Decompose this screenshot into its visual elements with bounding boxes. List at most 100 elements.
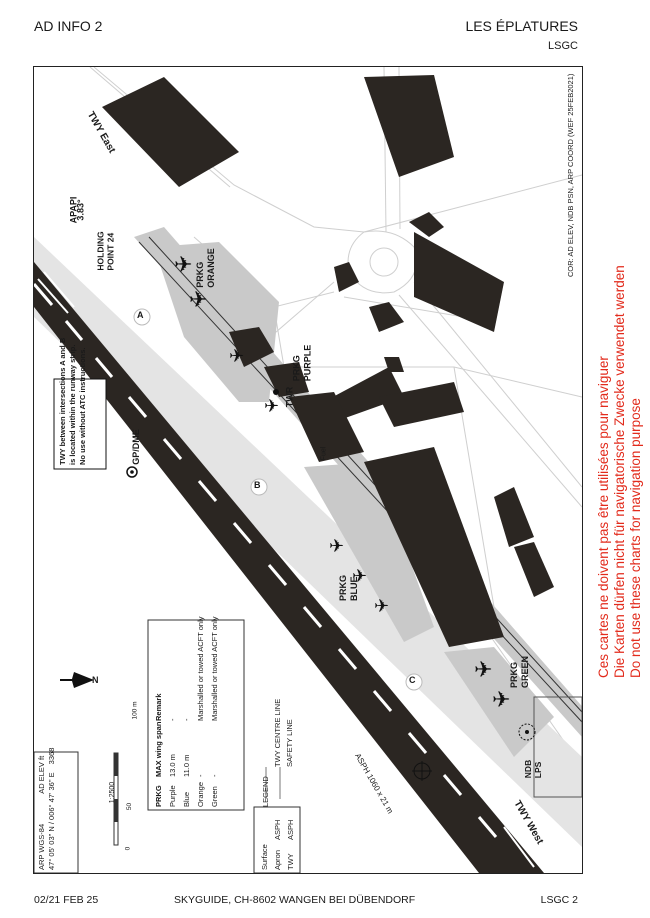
label-holding-point: HOLDING POINT 24 <box>96 231 116 270</box>
prkg-green-line-1: PRKG <box>509 661 520 689</box>
info-line-1: TWY between intersections A and B <box>58 337 67 465</box>
twr-symbol <box>273 389 279 395</box>
prkg-table-header: PRKG MAX wing spanRemark <box>152 617 166 807</box>
table-cell: Orange <box>196 781 205 807</box>
buildings <box>102 75 554 647</box>
cor-note: COR: AD ELEV, NDB PSN, ARP COORD (WEF 25… <box>566 73 575 277</box>
warning-line-de: Die Karten dürfen nicht für navigatorisc… <box>612 265 627 678</box>
taxiway-lines <box>138 236 582 723</box>
table-cell: ASPH <box>286 819 295 840</box>
table-cell: - <box>182 718 191 722</box>
navigation-warning: Ces cartes ne doivent pas être utilisées… <box>596 265 644 678</box>
label-taxiway-c: C <box>409 675 416 685</box>
prkg-purple-line-2: PURPLE <box>302 344 313 382</box>
prkg-blue-line-1: PRKG <box>338 574 349 602</box>
table-cell: 13.0 m <box>168 754 177 777</box>
prkg-blue-line-2: BLUE <box>349 576 360 602</box>
svg-text:✈: ✈ <box>174 252 192 277</box>
arp-coords: 47° 05' 03" N / 006° 47' 36" E <box>47 772 56 870</box>
table-cell: TWY <box>286 853 295 870</box>
label-taxiway-b: B <box>254 480 261 490</box>
north-arrow <box>60 672 94 688</box>
label-ndb: NDB LPS <box>523 760 543 778</box>
legend-title: LEGEND <box>261 776 270 807</box>
footer-publisher: SKYGUIDE, CH-8602 WANGEN BEI DÜBENDORF <box>174 894 416 906</box>
ndb-line-2: LPS <box>533 761 544 779</box>
scale-tick-100: 100 m <box>131 701 139 720</box>
scale-tick-0: 0 <box>124 846 132 851</box>
label-fuel: Fuel <box>320 446 328 461</box>
info-line-2: is located within the runway strip. <box>68 344 77 465</box>
prkg-col-remark: Remark <box>154 693 163 721</box>
aerodrome-chart: ✈ ✈ ✈ ✈ ✈ ✈ ✈ ✈ ✈ TWY East APAPI 3.83° H… <box>33 66 583 874</box>
roundabout <box>369 247 399 277</box>
label-gp-dme: GP/DME <box>130 429 141 465</box>
north-label: N <box>92 675 99 685</box>
table-row: Purple 13.0 m - <box>166 617 180 808</box>
doc-header-right: LES ÉPLATURES <box>465 18 578 34</box>
prkg-col-prkg: PRKG <box>154 785 163 807</box>
apron-blue <box>304 462 434 642</box>
svg-text:✈: ✈ <box>492 687 510 712</box>
taxiway-b-marker <box>250 478 268 496</box>
table-cell: - <box>196 774 205 778</box>
prkg-table: PRKG MAX wing spanRemark Purple 13.0 m - Bl… <box>152 617 222 808</box>
threshold-marks <box>37 271 535 868</box>
roads <box>89 67 582 768</box>
label-prkg-green: PRKG GREEN <box>509 656 531 688</box>
arp-row-values: 47° 05' 03" N / 006° 47' 36" E 3368 <box>47 748 57 870</box>
svg-text:✈: ✈ <box>189 287 207 312</box>
table-row: TWY ASPH <box>284 820 297 870</box>
legend-item-centreline: TWY CENTRE LINE <box>273 698 282 767</box>
runway-centreline <box>34 283 498 838</box>
svg-text:✈: ✈ <box>329 536 344 556</box>
runway-strip <box>34 237 582 847</box>
gp-dme-symbol <box>126 466 138 478</box>
label-prkg-orange: PRKG ORANGE <box>195 248 217 288</box>
prkg-orange-line-2: ORANGE <box>205 248 216 288</box>
svg-text:✈: ✈ <box>352 566 367 586</box>
table-row: Orange-Marshalled or towed ACFT only <box>194 617 208 808</box>
runway <box>34 262 544 873</box>
warning-line-en: Do not use these charts for navigation p… <box>628 398 643 678</box>
table-cell: Purple <box>168 785 177 807</box>
doc-header-code: LSGC <box>548 40 578 52</box>
table-cell: - <box>210 774 219 778</box>
arp-row-labels: ARP WGS-84 AD ELEV ft <box>37 748 47 870</box>
svg-text:✈: ✈ <box>374 596 389 616</box>
table-cell: Green <box>210 786 219 807</box>
prkg-purple-line-1: PRKG <box>291 355 302 382</box>
table-cell: Blue <box>182 791 191 807</box>
ndb-enclosure <box>533 696 582 798</box>
svg-text:✈: ✈ <box>264 396 279 416</box>
footer-date: 02/21 FEB 25 <box>34 894 99 906</box>
arp-elev-label: AD ELEV ft <box>37 755 46 794</box>
scale-tick-50: 50 <box>126 802 134 811</box>
legend-lines <box>265 767 281 799</box>
holding-line-2: POINT 24 <box>105 232 116 271</box>
info-line-3: No use without ATC instructions. <box>78 347 87 466</box>
table-cell: 11.0 m <box>182 754 191 777</box>
ndb-line-1: NDB <box>523 759 534 779</box>
label-taxiway-a: A <box>137 310 144 320</box>
taxiway-c-marker <box>405 673 423 691</box>
table-cell: Marshalled or towed ACFT only <box>210 616 219 722</box>
table-cell: - <box>168 718 177 722</box>
prkg-col-span: MAX wing span <box>154 721 163 777</box>
aircraft-symbols: ✈ ✈ ✈ ✈ ✈ ✈ ✈ ✈ ✈ <box>174 252 510 712</box>
footer-page: LSGC 2 <box>540 894 578 906</box>
label-prkg-purple: PRKG PURPLE <box>291 345 313 382</box>
prkg-orange-line-1: PRKG <box>194 261 205 288</box>
arp-box: ARP WGS-84 AD ELEV ft 47° 05' 03" N / 00… <box>37 748 57 870</box>
table-row: Blue 11.0 m - <box>180 617 194 808</box>
legend-item-safety: SAFETY LINE <box>285 719 294 767</box>
prkg-green-line-2: GREEN <box>520 655 531 689</box>
svg-text:✈: ✈ <box>229 346 244 366</box>
svg-text:✈: ✈ <box>474 657 492 682</box>
chart-svg: ✈ ✈ ✈ ✈ ✈ ✈ ✈ ✈ ✈ <box>34 67 582 873</box>
table-row: ApronASPH <box>271 820 284 870</box>
prkg-table-frame <box>147 619 245 811</box>
surface-title: Surface <box>260 844 269 870</box>
info-box: TWY between intersections A and B is loc… <box>58 337 88 466</box>
arp-wgs-label: ARP WGS-84 <box>37 823 46 870</box>
